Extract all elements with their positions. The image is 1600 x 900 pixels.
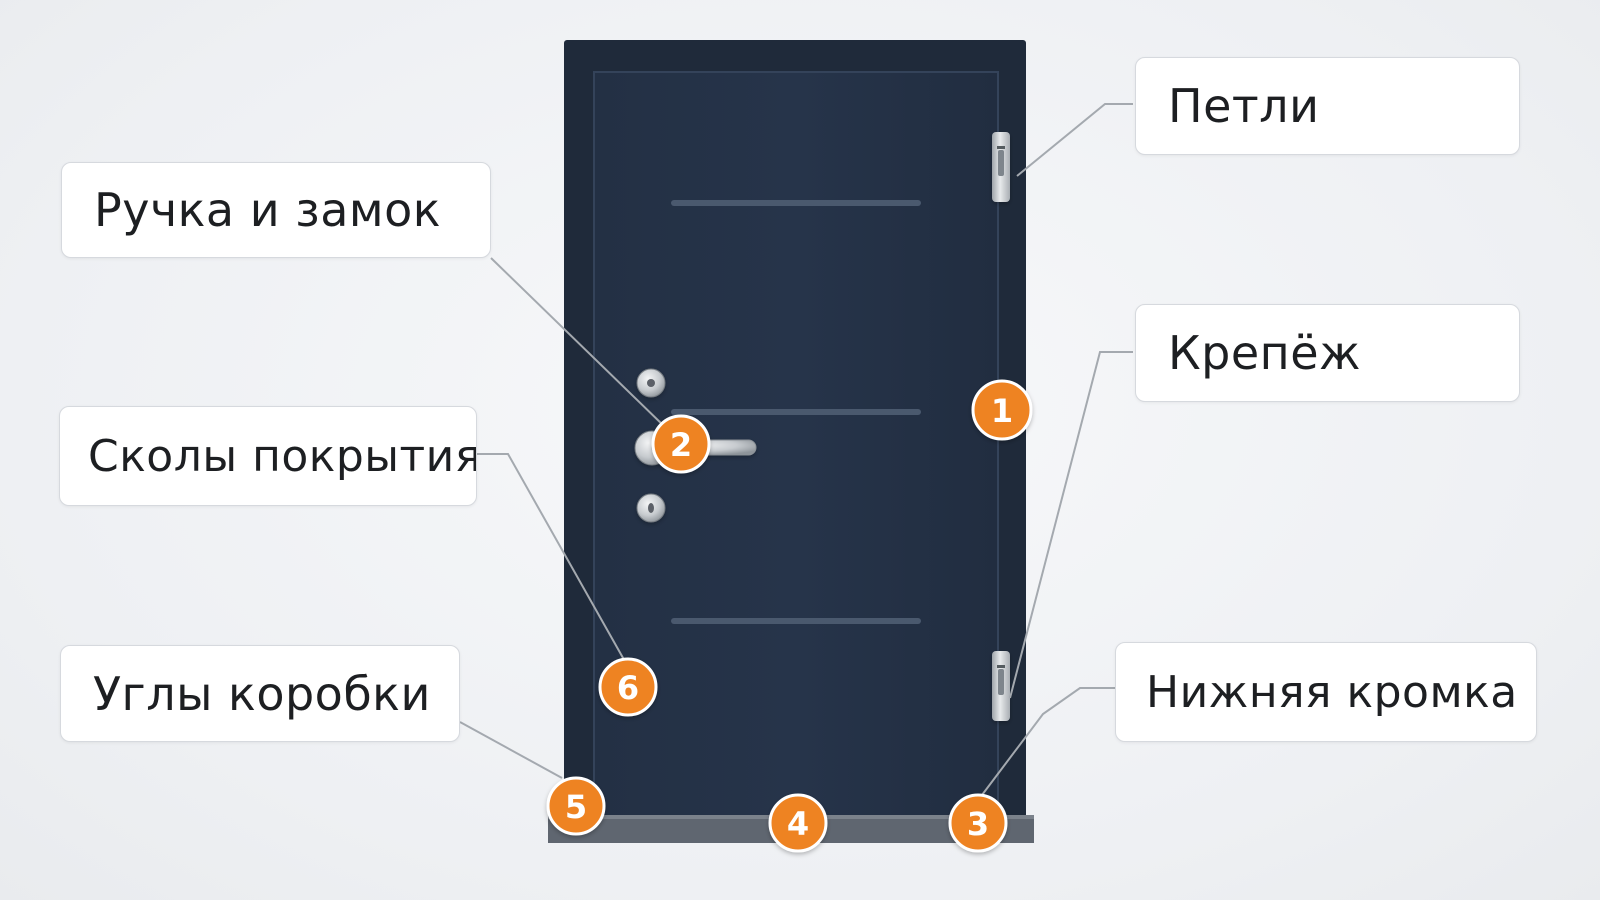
door-groove-bottom (671, 618, 921, 624)
lower-lock-icon (636, 493, 666, 523)
leader-line-coating (477, 453, 628, 666)
label-bottom-edge: Нижняя кромка (1115, 642, 1537, 742)
label-coating-chips: Сколы покрытия (59, 406, 477, 506)
hinge-bottom-icon (992, 651, 1010, 721)
marker-5-number: 5 (565, 788, 587, 826)
leader-line-fasteners (1009, 351, 1133, 699)
marker-3: 3 (948, 793, 1008, 853)
marker-6: 6 (598, 657, 658, 717)
leader-line-bottom-edge (981, 687, 1115, 796)
door-groove-top (671, 200, 921, 206)
leader-line-corners (459, 721, 563, 779)
door-groove-middle (671, 409, 921, 415)
upper-lock-icon (636, 368, 666, 398)
label-frame-corners: Углы коробки (60, 645, 460, 742)
leader-line-handle (490, 257, 667, 429)
label-hinges: Петли (1135, 57, 1520, 155)
marker-5: 5 (546, 776, 606, 836)
marker-4-number: 4 (787, 805, 809, 843)
marker-1-number: 1 (991, 392, 1013, 430)
marker-2: 2 (651, 414, 711, 474)
marker-1: 1 (971, 379, 1033, 441)
marker-6-number: 6 (617, 669, 639, 707)
marker-3-number: 3 (967, 805, 989, 843)
marker-4: 4 (768, 793, 828, 853)
leader-line-hinges (1016, 103, 1133, 177)
label-fasteners: Крепёж (1135, 304, 1520, 402)
label-handle-lock: Ручка и замок (61, 162, 491, 258)
marker-2-number: 2 (670, 426, 692, 464)
hinge-top-icon (992, 132, 1010, 202)
